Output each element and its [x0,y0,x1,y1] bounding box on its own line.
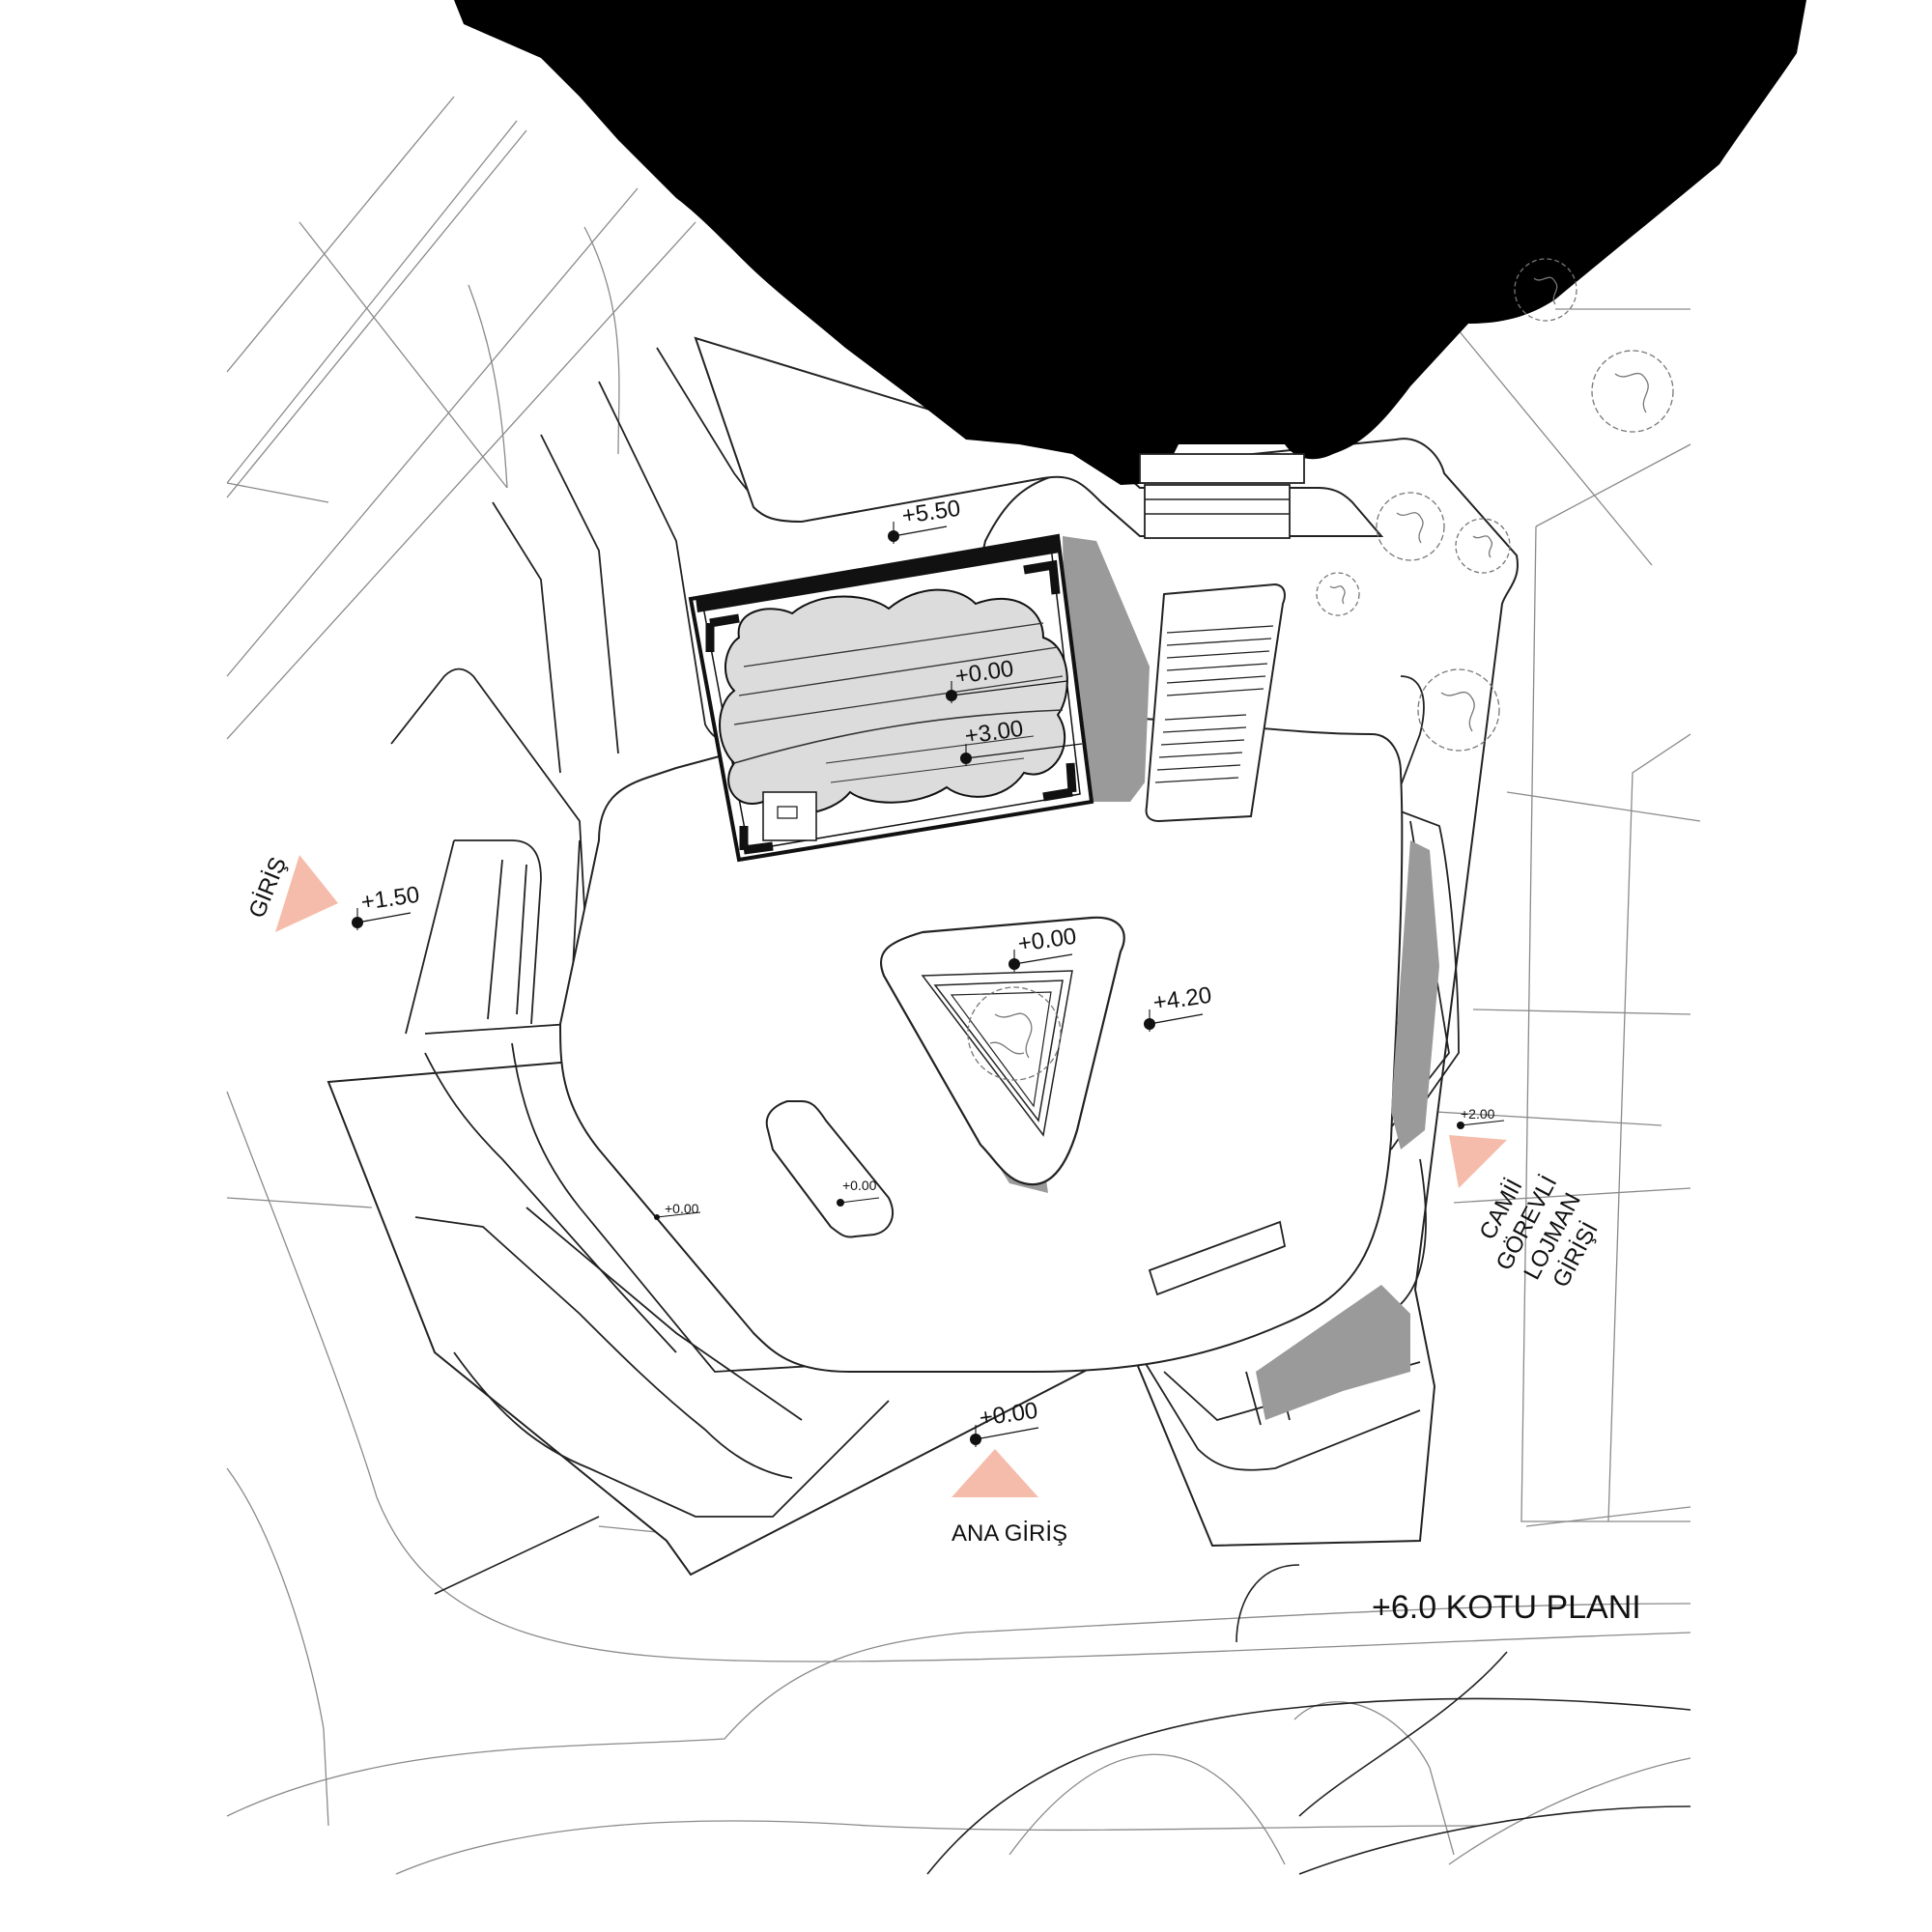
level-marker-plaza [1144,1009,1204,1032]
plan-title: +6.0 KOTU PLANI [1372,1589,1641,1626]
level-label-west: +1.50 [359,882,421,916]
level-label-east: +2.00 [1461,1106,1495,1122]
small-void [765,1100,894,1238]
plaza-bench [1148,1220,1287,1296]
west-entry-marker-icon [275,855,338,932]
level-label-small-void: +0.00 [842,1178,877,1193]
north-stair [1139,453,1305,539]
east-entry-marker-icon [1449,1135,1507,1188]
level-marker-small-void [837,1197,880,1207]
level-marker-lower-terrace [654,1211,701,1220]
level-markers [352,522,1505,1447]
pool-block [688,533,1094,863]
tree-icon [1316,572,1360,616]
level-marker-pool-b [960,743,1083,766]
tree-icon [967,986,1062,1081]
building-mass [454,0,1806,485]
tree-icon [1514,258,1577,322]
tree-icon [1376,492,1445,561]
level-label-lower-terrace: +0.00 [665,1201,699,1216]
trees [967,258,1674,1081]
entrance-markers [275,855,1507,1497]
tree-icon [1591,350,1674,433]
level-marker-east [1457,1120,1505,1129]
triangular-courtyard [879,916,1125,1186]
north-walkway [694,336,1384,537]
main-entry-marker-icon [952,1449,1038,1497]
east-stair [1145,582,1286,823]
level-marker-pool-a [946,680,1068,703]
level-marker-main-entry [970,1425,1039,1447]
housing-entrance-label: CAMİİ GÖREVLİ LOJMAN GİRİŞİ [1474,1172,1603,1292]
level-marker-courtyard [1009,950,1073,972]
main-entrance-label: ANA GİRİŞ [952,1520,1067,1547]
level-marker-top [888,522,948,544]
tree-icon [1417,668,1500,752]
tree-icon [1455,518,1511,574]
pool-water [719,588,1068,815]
site-context [226,96,1701,1875]
level-marker-west [352,908,412,930]
